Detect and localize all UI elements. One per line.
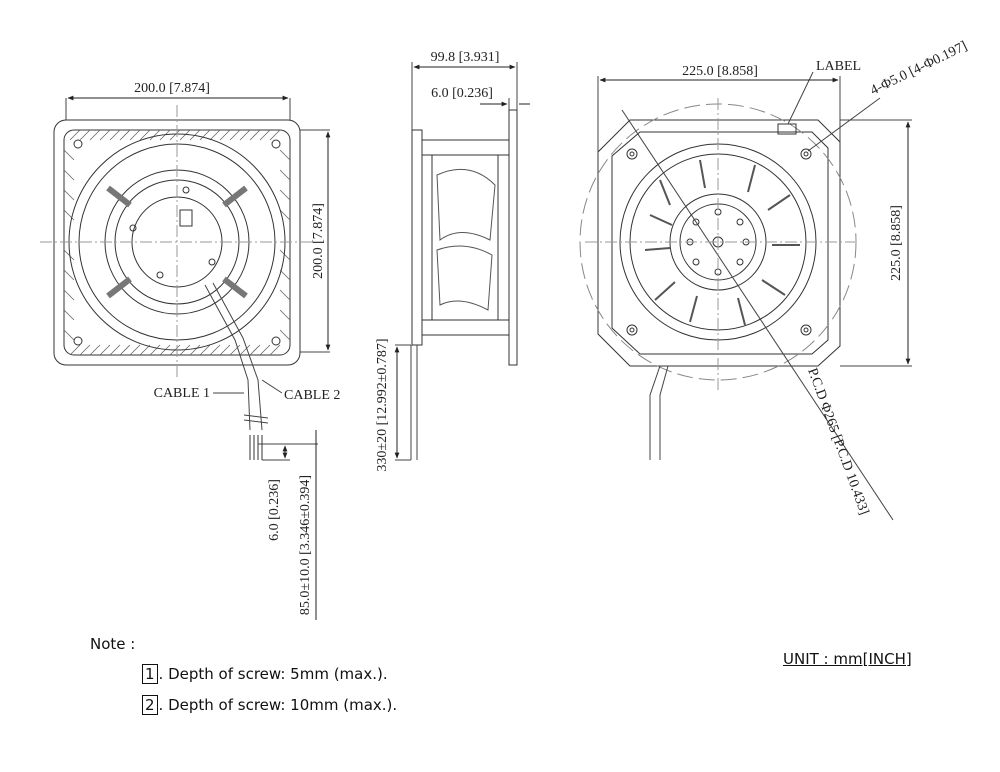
front-grille <box>63 129 291 356</box>
front-hub-screw <box>182 186 190 194</box>
front-mount-hole <box>271 139 281 149</box>
label-callout: LABEL <box>816 59 861 74</box>
front-centerline <box>40 105 315 380</box>
front-spokes <box>106 185 248 299</box>
front-height-ext <box>300 129 330 353</box>
front-mount-hole <box>73 336 83 346</box>
impeller-blades <box>644 159 800 326</box>
rear-cable <box>649 365 669 460</box>
front-hub-screw <box>129 224 137 232</box>
cable2-label: CABLE 2 <box>284 388 340 403</box>
note-number: 2 <box>142 695 158 715</box>
hole-label: 4-Φ5.0 [4-Φ0.197] <box>868 39 970 99</box>
notes-heading: Note : <box>90 635 136 653</box>
side-view <box>394 62 530 461</box>
note-number: 1 <box>142 664 158 684</box>
rear-view <box>579 71 912 521</box>
front-hub-screw <box>208 258 216 266</box>
cable-break <box>243 414 269 424</box>
side-depth-ext <box>411 62 518 130</box>
rear-flange-outline <box>597 119 841 367</box>
lead-label: 85.0±10.0 [3.346±0.394] <box>298 475 313 615</box>
hole-leader <box>807 97 881 152</box>
side-impeller <box>436 168 496 311</box>
rear-width-ext <box>597 76 841 152</box>
side-cable <box>410 345 418 460</box>
label-box <box>777 123 797 135</box>
side-body-lines <box>422 154 509 321</box>
side-rear-flange <box>508 109 518 366</box>
side-flange-label: 6.0 [0.236] <box>431 86 493 101</box>
cable2-leader <box>261 379 283 394</box>
front-width-ext <box>65 98 291 120</box>
cable-length-ext <box>395 344 411 461</box>
cable-length-label: 330±20 [12.992±0.787] <box>375 338 390 471</box>
rear-height-label: 225.0 [8.858] <box>889 205 904 281</box>
pcd-label: P.C.D Φ265 [P.C.D 10.433] <box>804 366 871 517</box>
front-view <box>40 95 331 620</box>
rear-centerline <box>585 98 855 390</box>
side-front-flange <box>411 129 423 346</box>
front-height-label: 200.0 [7.874] <box>311 203 326 279</box>
rear-width-label: 225.0 [8.858] <box>682 64 758 79</box>
front-cables <box>204 282 263 431</box>
pcd-leader <box>621 109 894 521</box>
front-hub-connector <box>179 209 193 227</box>
front-mount-hole <box>271 336 281 346</box>
cable1-label: CABLE 1 <box>154 386 210 401</box>
note-text: . Depth of screw: 5mm (max.). <box>158 665 388 683</box>
cable-wires <box>249 435 263 460</box>
unit-label: UNIT : mm[INCH] <box>783 650 912 668</box>
strip-label: 6.0 [0.236] <box>267 479 282 541</box>
note-item-1: 1. Depth of screw: 5mm (max.). <box>142 664 388 684</box>
side-depth-label: 99.8 [3.931] <box>431 50 500 65</box>
rear-flange-inner <box>611 131 829 355</box>
strip-ext <box>258 443 318 461</box>
side-body <box>421 139 510 336</box>
note-text: . Depth of screw: 10mm (max.). <box>158 696 398 714</box>
front-width-label: 200.0 [7.874] <box>134 81 210 96</box>
rear-mount-holes <box>626 148 812 336</box>
note-item-2: 2. Depth of screw: 10mm (max.). <box>142 695 397 715</box>
front-mount-hole <box>73 139 83 149</box>
rear-height-ext <box>840 119 912 367</box>
front-hub-screw <box>156 271 164 279</box>
